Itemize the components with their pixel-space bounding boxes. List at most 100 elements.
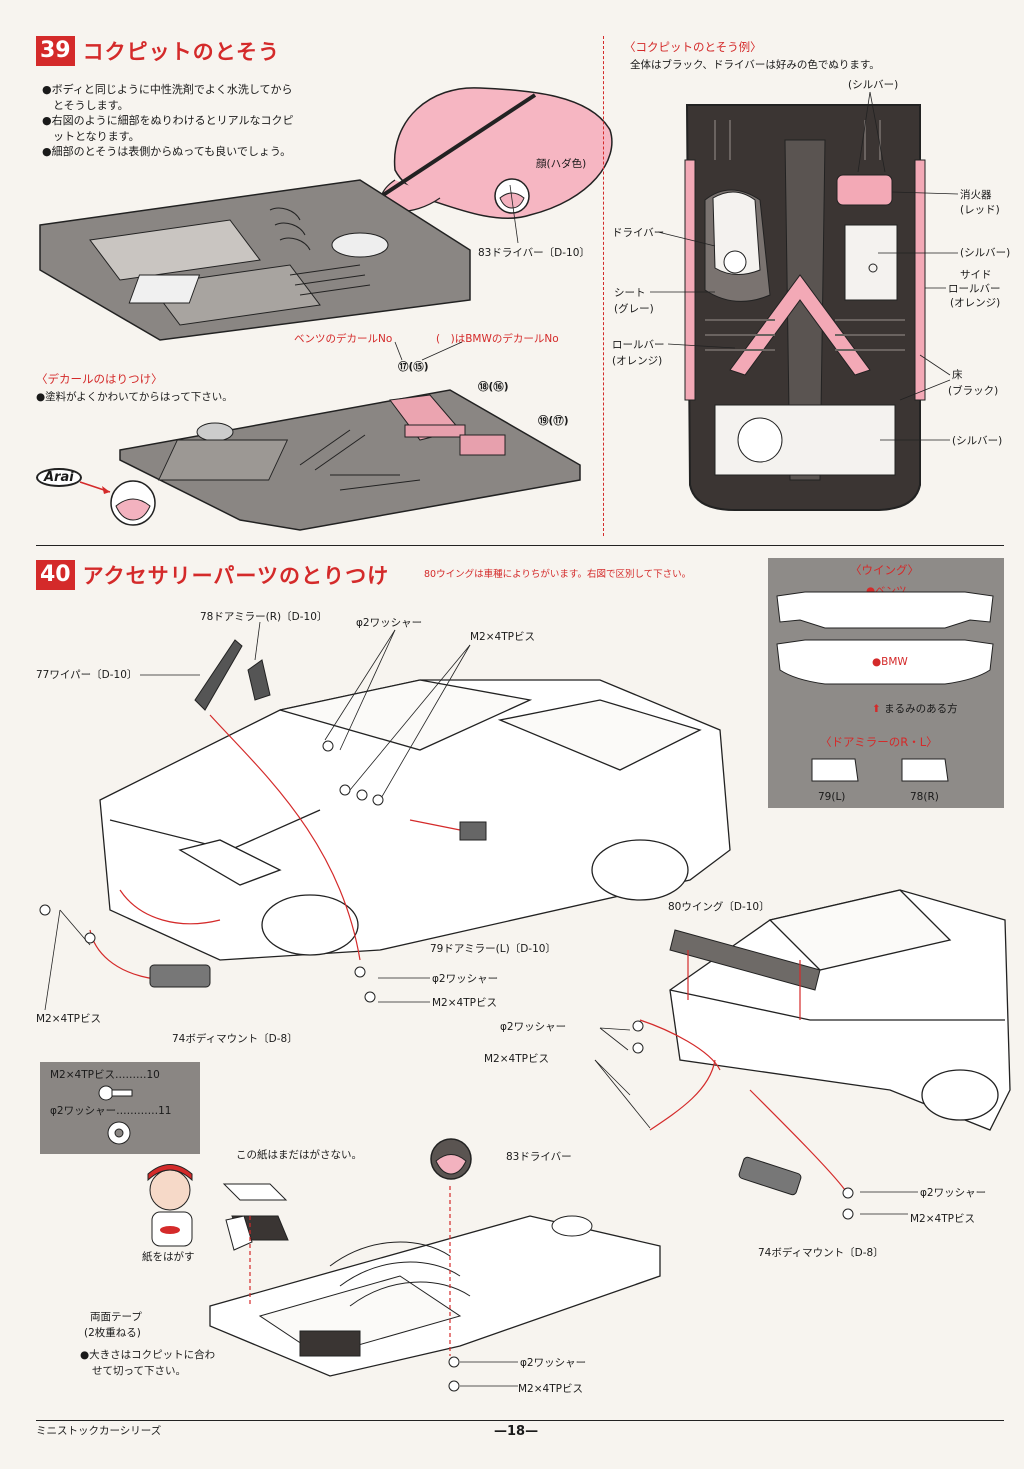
page-number: —18— [494,1424,539,1439]
label-silver-bottom: (シルバー) [952,435,1003,447]
decal-number: ⑲(⑰) [538,415,569,427]
tape-sheets [222,1183,289,1251]
wing-heading: 〈ウイング〉 [850,563,919,577]
decal-illustration [119,389,581,531]
label-side: サイド [960,269,992,281]
label-washer-rear2: φ2ワッシャー [920,1187,987,1199]
label-wiper: 77ワイパー〔D-10〕 [36,669,138,681]
mirror-r-label: 78(R) [910,791,939,803]
cockpit-mount-illustration [209,1186,661,1377]
label-screw-rear: M2×4TPビス [484,1053,549,1065]
driver-helmet-icon [430,1138,472,1180]
label-screw-bottom: M2×4TPビス [518,1383,583,1395]
label-peel: 紙をはがす [142,1251,195,1263]
step39-title: 39 コクピットのとそう [36,36,280,66]
step40-number: 40 [36,560,75,590]
parts-list-item: φ2ワッシャー…………11 [50,1104,171,1118]
part-name: M2×4TPビス [50,1069,115,1081]
parts-list-item: M2×4TPビス………10 [50,1068,160,1082]
label-side-color: (オレンジ) [950,297,1001,309]
decal-number: ⑰(⑮) [398,361,429,373]
bullet-line: ットとなります。 [53,129,140,143]
decal-note-bmw: ( )はBMWのデカールNo [436,333,559,345]
label-seat: シート [614,287,646,299]
label-washer-rear: φ2ワッシャー [500,1021,567,1033]
label-screw-left: M2×4TPビス [36,1013,101,1025]
bullet-line: とそうします。 [53,98,129,112]
part-qty: 10 [146,1069,160,1081]
label-floor: 床 [952,369,963,381]
decal-heading: 〈デカールのはりつけ〉 [36,372,163,386]
arai-helmet-icon [110,480,156,526]
arrow-icon [79,481,111,494]
arai-logo: Arai [36,468,82,487]
label-mirror-r: 78ドアミラー(R)〔D-10〕 [200,611,328,623]
label-rollbar: ロールバー [612,339,665,351]
label-tape: 両面テープ [90,1311,142,1323]
label-rollbar-color: (オレンジ) [612,355,663,367]
label-floor-color: (ブラック) [948,385,999,397]
round-side-text: まるみのある方 [884,703,958,715]
decal-number: ⑱(⑯) [478,381,509,393]
section-divider [603,36,604,536]
label-extinguisher-color: (レッド) [960,204,1000,216]
label-mirror-l: 79ドアミラー(L)〔D-10〕 [430,943,556,955]
parts-rear-illustration [594,950,918,1220]
face-label: 顔(ハダ色) [536,158,587,170]
section-separator [36,545,1004,546]
step39-instructions: ●ボディと同じように中性洗剤でよく水洗してから とそうします。 ●右図のように細… [42,82,342,160]
label-silver-mid: (シルバー) [960,247,1011,259]
label-seat-color: (グレー) [614,303,654,315]
decal-note-benz: ベンツのデカールNo [294,333,393,345]
parts-list-box: M2×4TPビス………10 φ2ワッシャー…………11 [40,1062,200,1154]
arrow-up-icon: ⬆ [872,703,881,715]
driver-label: 83ドライバー〔D-10〕 [478,247,590,259]
label-washer-top: φ2ワッシャー [356,617,423,629]
wing-bmw-label: ●BMW [872,656,908,668]
mirror-l-label: 79(L) [818,791,846,803]
label-body-mount-rear: 74ボディマウント〔D-8〕 [758,1247,884,1259]
label-wing: 80ウイング〔D-10〕 [668,901,770,913]
label-screw-rear2: M2×4TPビス [910,1213,975,1225]
painting-illustration [39,87,613,341]
label-driver83: 83ドライバー [506,1151,572,1163]
bullet-line: ●ボディと同じように中性洗剤でよく水洗してから [42,83,293,96]
car-rear-illustration [669,889,1011,1131]
part-name: φ2ワッシャー [50,1105,117,1117]
label-washer-bottom: φ2ワッシャー [520,1357,587,1369]
leader-lines-39 [394,91,959,441]
label-body-mount-front: 74ボディマウント〔D-8〕 [172,1033,298,1045]
car-front-illustration [99,679,731,961]
label-size-note1: ●大きさはコクピットに合わ [80,1349,216,1361]
mirror-shapes [811,758,949,782]
wing-note: 80ウイングは車種によりちがいます。右図で区別して下さい。 [424,569,692,580]
mirror-heading: 〈ドアミラーのR・L〉 [820,735,938,749]
round-side-note: ⬆ まるみのある方 [872,702,958,716]
washer-icon [107,1121,131,1145]
part-dots: ………… [116,1105,159,1117]
label-extinguisher: 消火器 [960,189,992,201]
label-driver: ドライバー [612,227,665,239]
wing-shapes [776,591,994,685]
step39-number: 39 [36,36,75,66]
label-silver-top: (シルバー) [848,79,899,91]
screw-icon [98,1085,133,1101]
footer-series: ミニストックカーシリーズ [36,1425,162,1437]
label-side-rollbar: ロールバー [948,283,1001,295]
label-washer-front: φ2ワッシャー [432,973,499,985]
paint-example-subtitle: 全体はブラック、ドライバーは好みの色でぬります。 [630,59,880,71]
bottom-fasteners [448,1356,518,1392]
label-paper-note: この紙はまだはがさない。 [236,1149,362,1161]
cockpit-paint-diagram [684,104,926,511]
part-qty: 11 [158,1105,172,1117]
bullet-line: ●右図のように細部をぬりわけるとリアルなコクピ [42,114,294,127]
label-tape2: (2枚重ねる) [84,1327,141,1339]
step40-title: 40 アクセサリーパーツのとりつけ [36,560,389,590]
footer-rule [36,1420,1004,1421]
parts-front-illustration [39,621,487,1011]
paint-example-heading: 〈コクピットのとそう例〉 [624,40,762,54]
part-dots: ……… [114,1069,147,1081]
step39-heading: コクピットのとそう [82,40,280,64]
label-screw-top: M2×4TPビス [470,631,535,643]
step40-heading: アクセサリーパーツのとりつけ [82,564,390,588]
